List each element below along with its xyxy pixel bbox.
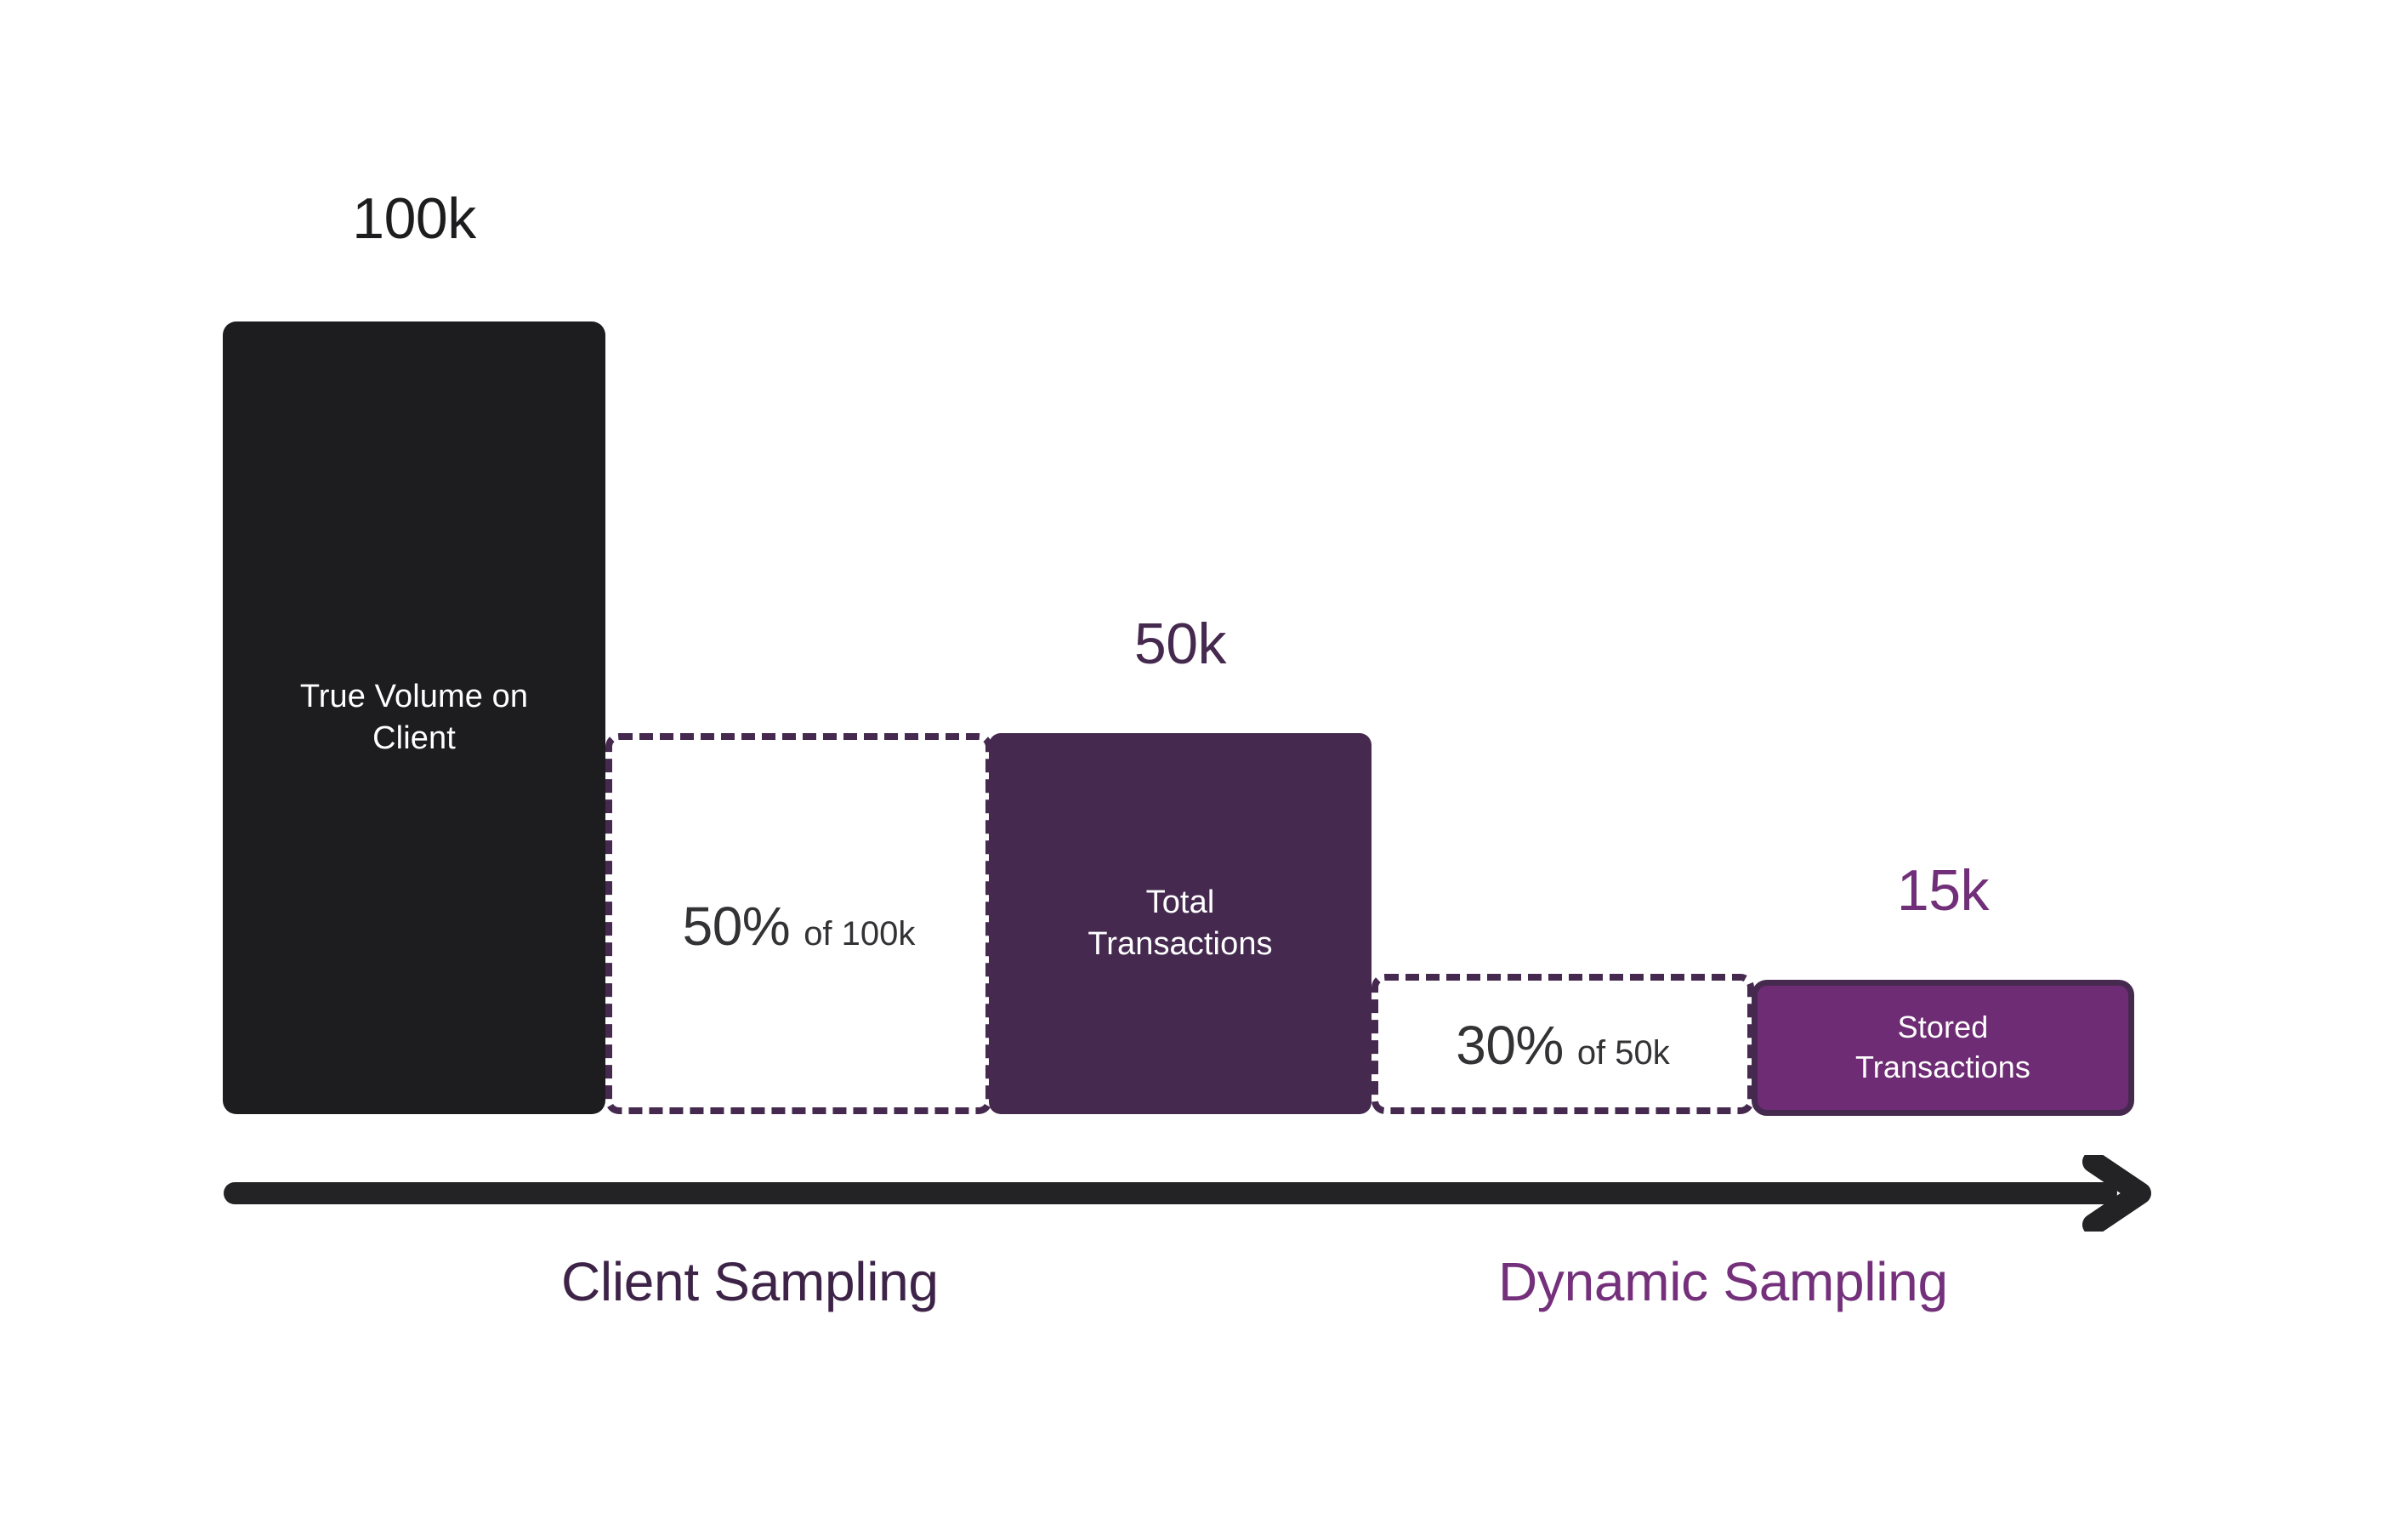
bar-true-volume-on-client: True Volume on Client — [223, 321, 605, 1114]
stage-label-client-sampling: Client Sampling — [561, 1251, 939, 1312]
reduction-of-client-sampling: of 100k — [804, 915, 916, 953]
reduction-percent-client-sampling: 50% — [682, 896, 791, 957]
reduction-rate-dynamic-sampling: 30% of 50k — [1372, 1014, 1754, 1077]
timeline-axis — [224, 1155, 2151, 1232]
right-arrow-icon — [2082, 1155, 2151, 1232]
bar-value-50k: 50k — [1133, 612, 1227, 676]
reduction-of-dynamic-sampling: of 50k — [1576, 1034, 1670, 1072]
reduction-percent-dynamic-sampling: 30% — [1456, 1015, 1564, 1076]
bar-value-15k: 15k — [1896, 858, 1990, 923]
bar-total-transactions: Total Transactions — [989, 733, 1372, 1114]
bar-label-stored-transactions: Stored Transactions — [1855, 1010, 2030, 1084]
bar-label-true-volume-on-client: True Volume on Client — [299, 678, 529, 756]
reduction-box-dynamic-sampling — [1372, 974, 1754, 1114]
reduction-rate-client-sampling: 50% of 100k — [605, 895, 992, 958]
bar-value-100k: 100k — [352, 186, 476, 251]
bar-stored-transactions: Stored Transactions — [1752, 980, 2134, 1116]
bar-label-total-transactions: Total Transactions — [1088, 884, 1273, 962]
stage-label-dynamic-sampling: Dynamic Sampling — [1498, 1251, 1948, 1312]
